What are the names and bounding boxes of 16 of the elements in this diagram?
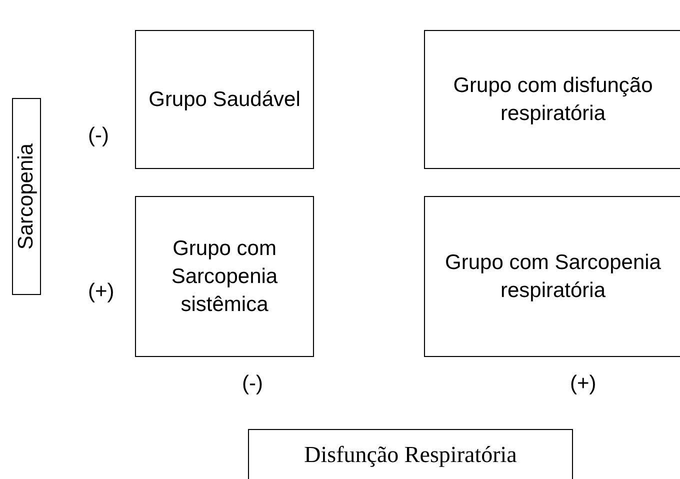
axis-label-box [12,98,41,295]
box-text: Grupo com disfunção respiratória [452,72,654,126]
axis-label-box [248,429,573,479]
axis-value-label: (-) [242,371,263,397]
box-text: Grupo com Sarcopenia sistêmica [170,236,279,318]
quadrant-box [135,196,314,357]
box-text: Grupo com Sarcopenia respiratória [444,250,662,304]
box-text: Sarcopenia [16,143,37,250]
quadrant-box [424,30,680,169]
box-text: Disfunção Respiratória [304,440,517,469]
axis-value-label: (+) [570,371,596,397]
axis-value-label: (-) [88,123,109,149]
quadrant-box [135,30,314,169]
axis-value-label: (+) [88,279,114,305]
box-text: Grupo Saudável [148,86,302,112]
quadrant-box [424,196,680,357]
